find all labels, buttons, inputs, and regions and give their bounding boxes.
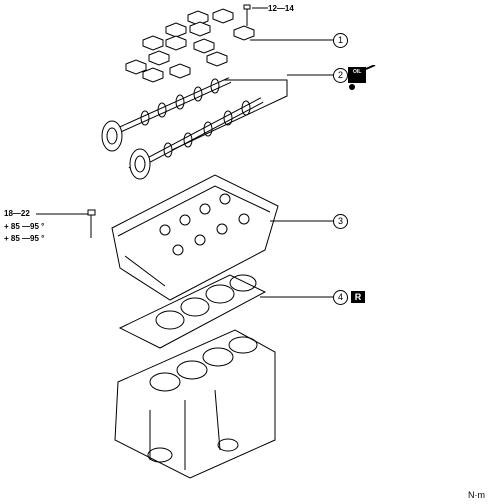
oil-can-icon: OIL — [348, 64, 376, 90]
callout-1: 1 — [333, 33, 348, 48]
torque-head-bolt-1-label: 18—22 — [4, 209, 30, 218]
camshaft-caps — [125, 8, 255, 83]
torque-caps-label: 12—14 — [268, 4, 294, 13]
torque-head-bolt-3-label: + 85 —95 ° — [4, 234, 45, 243]
head-bolt — [87, 209, 96, 238]
callout-4: 4 — [333, 290, 348, 305]
camshafts — [101, 77, 264, 180]
oil-badge-text: OIL — [353, 69, 362, 75]
head-gasket — [118, 274, 267, 349]
cylinder-head — [111, 174, 279, 301]
cylinder-block — [114, 329, 276, 479]
leader-lines — [36, 7, 333, 298]
replace-badge: R — [351, 291, 365, 303]
cap-bolt — [243, 4, 251, 26]
callout-3: 3 — [333, 214, 348, 229]
callout-2: 2 — [333, 68, 348, 83]
torque-head-bolt-2-label: + 85 —95 ° — [4, 222, 45, 231]
unit-label: N·m — [468, 490, 485, 500]
